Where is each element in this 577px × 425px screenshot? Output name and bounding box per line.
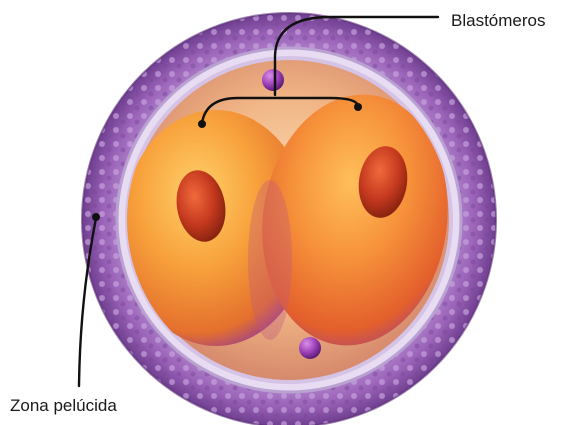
blastomeros-label: Blastómeros bbox=[451, 12, 545, 29]
zona-pelucida-label: Zona pelúcida bbox=[10, 397, 117, 414]
blastomeros-pointer-right bbox=[354, 103, 362, 111]
polar-body-bottom bbox=[299, 337, 321, 359]
blastomeros-pointer-left bbox=[198, 120, 206, 128]
zona-pointer bbox=[92, 213, 100, 221]
polar-body-top bbox=[262, 69, 284, 91]
